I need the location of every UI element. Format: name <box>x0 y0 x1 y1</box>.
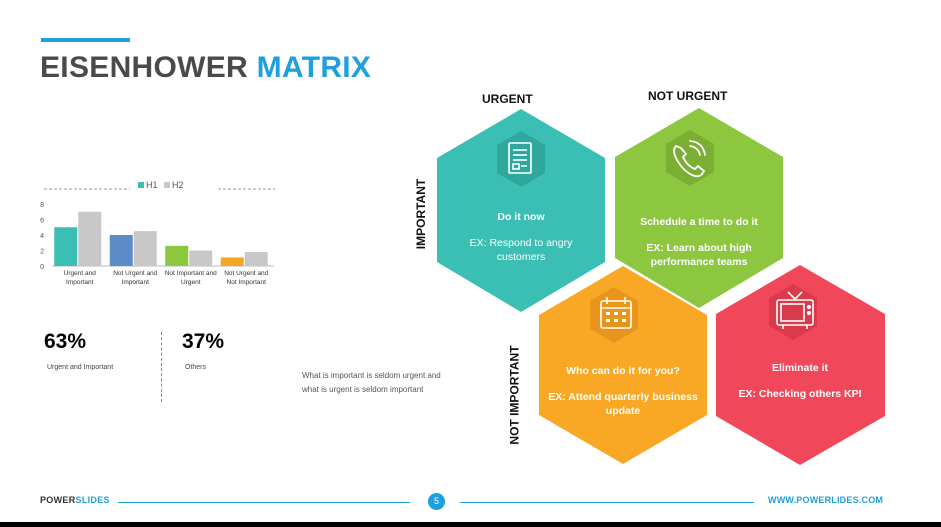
footer-brand-power: POWER <box>40 495 76 505</box>
y-tick-label: 6 <box>40 218 44 225</box>
x-tick-label: Urgent <box>181 279 201 286</box>
footer-line-right <box>460 502 754 503</box>
hex-do-it-now <box>437 109 605 312</box>
bar-h1 <box>220 257 244 266</box>
page-number: 5 <box>428 493 445 510</box>
stat-label-others: Others <box>185 364 207 371</box>
hex-schedule <box>615 108 783 308</box>
quadrant-delegate: Who can do it for you? EX: Attend quarte… <box>548 364 698 418</box>
phone-icon <box>673 140 706 178</box>
y-tick-label: 4 <box>40 233 44 240</box>
bar-h1 <box>109 235 133 266</box>
legend-swatch-h2 <box>164 182 170 188</box>
x-tick-label: Important <box>66 279 94 286</box>
document-icon <box>508 142 532 174</box>
quadrant-heading: Schedule a time to do it <box>640 216 758 228</box>
stat-value-others: 37% <box>182 330 225 353</box>
x-tick-label: Not Urgent and <box>113 270 157 277</box>
y-tick-label: 8 <box>40 202 44 209</box>
hex-eliminate <box>716 265 885 465</box>
tv-icon <box>776 291 814 329</box>
icon-hex-eliminate <box>769 284 817 340</box>
bar-h1 <box>165 245 189 266</box>
bar-h2 <box>189 250 213 266</box>
legend-label-h1: H1 <box>146 180 158 190</box>
quadrant-detail: EX: Respond to angry customers <box>469 237 573 263</box>
quadrant-detail: EX: Attend quarterly business update <box>548 391 698 417</box>
y-tick-label: 2 <box>40 249 44 256</box>
stat-value-urgent-important: 63% <box>44 330 87 353</box>
quadrant-heading: Do it now <box>497 211 545 223</box>
quote-text: What is important is seldom urgent and w… <box>302 371 441 394</box>
label-urgent: URGENT <box>482 92 533 106</box>
title-accent-line <box>41 38 130 42</box>
title-part-2: MATRIX <box>256 51 372 84</box>
title-part-1: EISENHOWER <box>40 51 249 84</box>
icon-hex-schedule <box>666 130 714 186</box>
bar-h1 <box>54 227 78 266</box>
legend-label-h2: H2 <box>172 180 184 190</box>
x-tick-label: Not Urgent and <box>224 270 268 277</box>
footer-url[interactable]: WWW.POWERLIDES.COM <box>768 495 884 505</box>
bar-h2 <box>244 252 268 266</box>
stats-divider <box>161 332 162 402</box>
quadrant-heading: Who can do it for you? <box>566 365 680 377</box>
stat-label-urgent-important: Urgent and Important <box>47 364 114 371</box>
quadrant-schedule: Schedule a time to do it EX: Learn about… <box>624 215 774 269</box>
quadrant-do-it-now: Do it now EX: Respond to angry customers <box>446 210 596 264</box>
quadrant-heading: Eliminate it <box>771 362 828 374</box>
x-tick-label: Important <box>122 279 150 286</box>
label-not-urgent: NOT URGENT <box>648 89 728 103</box>
quadrant-detail: EX: Checking others KPI <box>738 388 862 400</box>
footer-line-left <box>118 502 410 503</box>
calendar-icon <box>600 297 632 329</box>
x-tick-label: Not Important <box>227 279 267 286</box>
bar-h2 <box>133 231 157 266</box>
footer-brand: POWERSLIDES <box>40 495 110 505</box>
y-tick-label: 0 <box>40 264 44 271</box>
bar-h2 <box>78 211 102 266</box>
quadrant-detail: EX: Learn about high performance teams <box>646 242 752 268</box>
x-tick-label: Not Important and <box>165 270 217 277</box>
quadrant-eliminate: Eliminate it EX: Checking others KPI <box>725 361 875 401</box>
page-title: EISENHOWER MATRIX <box>40 51 371 85</box>
footer-brand-slides: SLIDES <box>75 495 110 505</box>
x-tick-label: Urgent and <box>64 270 97 277</box>
hex-delegate <box>539 266 707 464</box>
legend-swatch-h1 <box>138 182 144 188</box>
